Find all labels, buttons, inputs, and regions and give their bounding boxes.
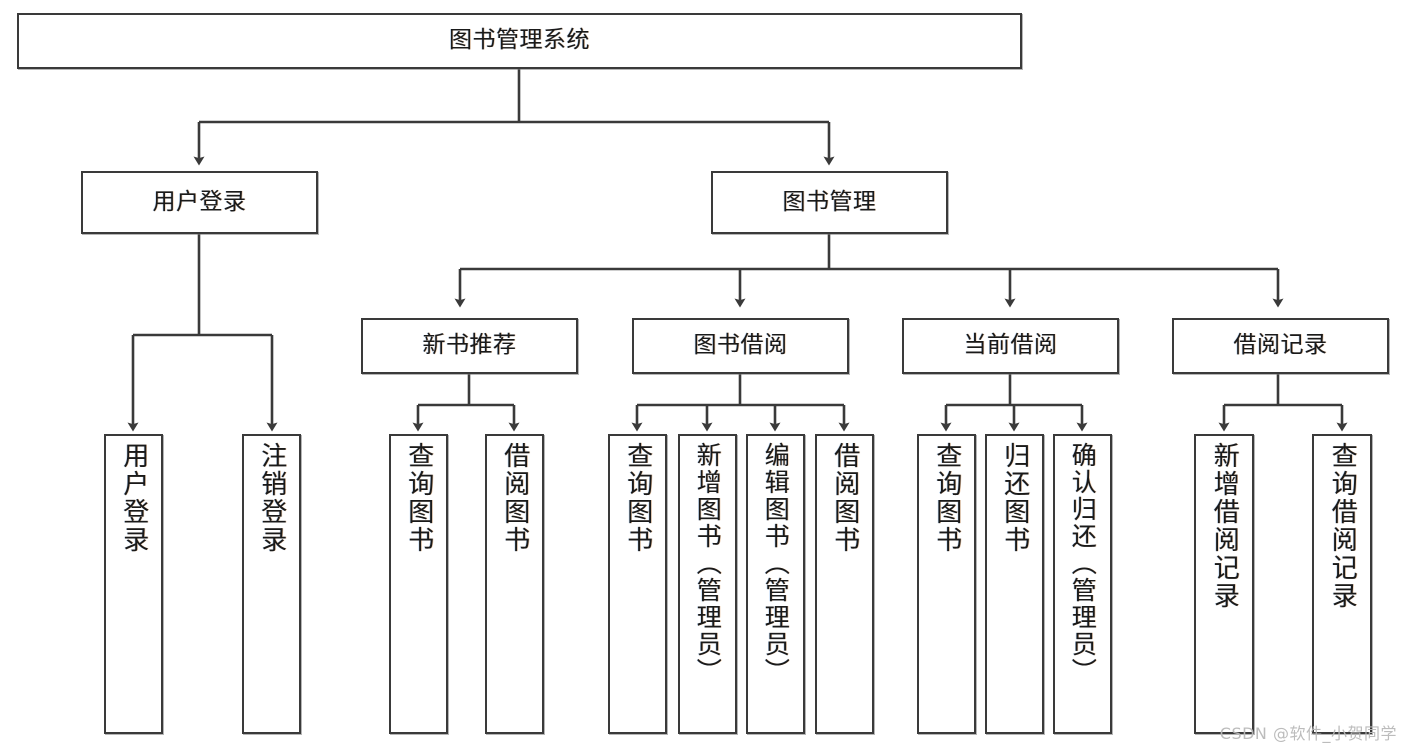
node-book-manage-label: 图书管理: [782, 188, 877, 215]
leaf-user-login-label: 用户登录: [118, 442, 149, 554]
leaf-borrow-book-2[interactable]: 借阅图书: [815, 434, 874, 734]
node-user-login-label: 用户登录: [152, 188, 247, 215]
node-current-borrow-label: 当前借阅: [963, 332, 1058, 359]
leaf-logout-label: 注销登录: [256, 442, 287, 554]
leaf-query-book-2[interactable]: 查询图书: [608, 434, 667, 734]
leaf-borrow-book-1[interactable]: 借阅图书: [485, 434, 544, 734]
node-new-book-rec-label: 新书推荐: [422, 332, 517, 359]
node-new-book-rec[interactable]: 新书推荐: [361, 318, 578, 374]
leaf-add-record-label: 新增借阅记录: [1209, 442, 1240, 610]
leaf-edit-book[interactable]: 编辑图书（管理员）: [746, 434, 805, 734]
node-book-manage[interactable]: 图书管理: [711, 171, 948, 234]
node-book-borrow[interactable]: 图书借阅: [632, 318, 849, 374]
node-borrow-record-label: 借阅记录: [1233, 332, 1328, 359]
leaf-query-book-2-label: 查询图书: [622, 442, 653, 554]
leaf-add-record[interactable]: 新增借阅记录: [1194, 434, 1254, 734]
leaf-user-login[interactable]: 用户登录: [104, 434, 163, 734]
leaf-query-book-3-label: 查询图书: [931, 442, 962, 554]
node-borrow-record[interactable]: 借阅记录: [1172, 318, 1389, 374]
leaf-add-book[interactable]: 新增图书（管理员）: [678, 434, 737, 734]
node-current-borrow[interactable]: 当前借阅: [902, 318, 1119, 374]
csdn-watermark: CSDN @软件_小贺同学: [1219, 724, 1397, 743]
leaf-return-book-label: 归还图书: [999, 442, 1030, 554]
leaf-query-book-1-label: 查询图书: [403, 442, 434, 554]
leaf-confirm-return-label: 确认归还（管理员）: [1068, 442, 1098, 685]
leaf-query-record-label: 查询借阅记录: [1327, 442, 1358, 610]
leaf-edit-book-label: 编辑图书（管理员）: [761, 442, 791, 685]
node-root[interactable]: 图书管理系统: [17, 13, 1022, 69]
leaf-query-book-1[interactable]: 查询图书: [389, 434, 448, 734]
leaf-borrow-book-2-label: 借阅图书: [829, 442, 860, 554]
leaf-borrow-book-1-label: 借阅图书: [499, 442, 530, 554]
leaf-confirm-return[interactable]: 确认归还（管理员）: [1053, 434, 1112, 734]
node-user-login[interactable]: 用户登录: [81, 171, 318, 234]
leaf-add-book-label: 新增图书（管理员）: [693, 442, 723, 685]
leaf-logout[interactable]: 注销登录: [242, 434, 301, 734]
leaf-return-book[interactable]: 归还图书: [985, 434, 1044, 734]
node-book-borrow-label: 图书借阅: [693, 332, 788, 359]
leaf-query-record[interactable]: 查询借阅记录: [1312, 434, 1372, 734]
leaf-query-book-3[interactable]: 查询图书: [917, 434, 976, 734]
node-root-label: 图书管理系统: [449, 27, 590, 54]
